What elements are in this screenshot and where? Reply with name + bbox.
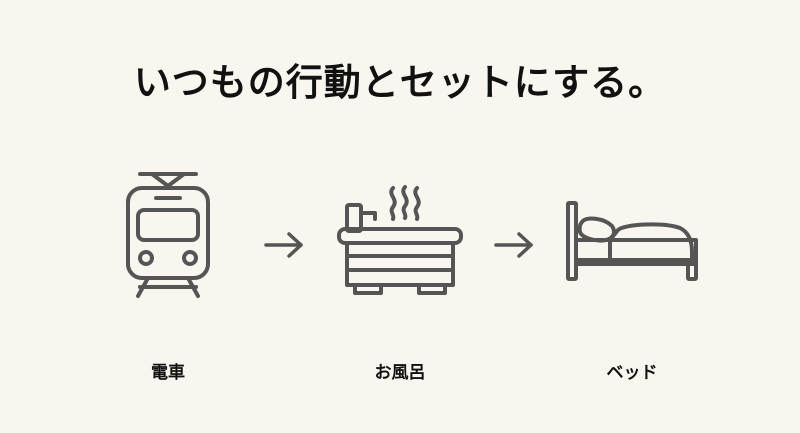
train-icon (118, 168, 218, 303)
step-label-bed: ベッド (606, 363, 658, 383)
page-title: いつもの行動とセットにする。 (133, 61, 667, 104)
arrow-right-icon (494, 232, 534, 258)
arrow-right-icon (264, 232, 304, 258)
bed-icon (564, 200, 700, 282)
step-label-bath: お風呂 (374, 363, 426, 383)
step-label-train: 電車 (151, 363, 185, 383)
bathtub-icon (335, 183, 465, 298)
